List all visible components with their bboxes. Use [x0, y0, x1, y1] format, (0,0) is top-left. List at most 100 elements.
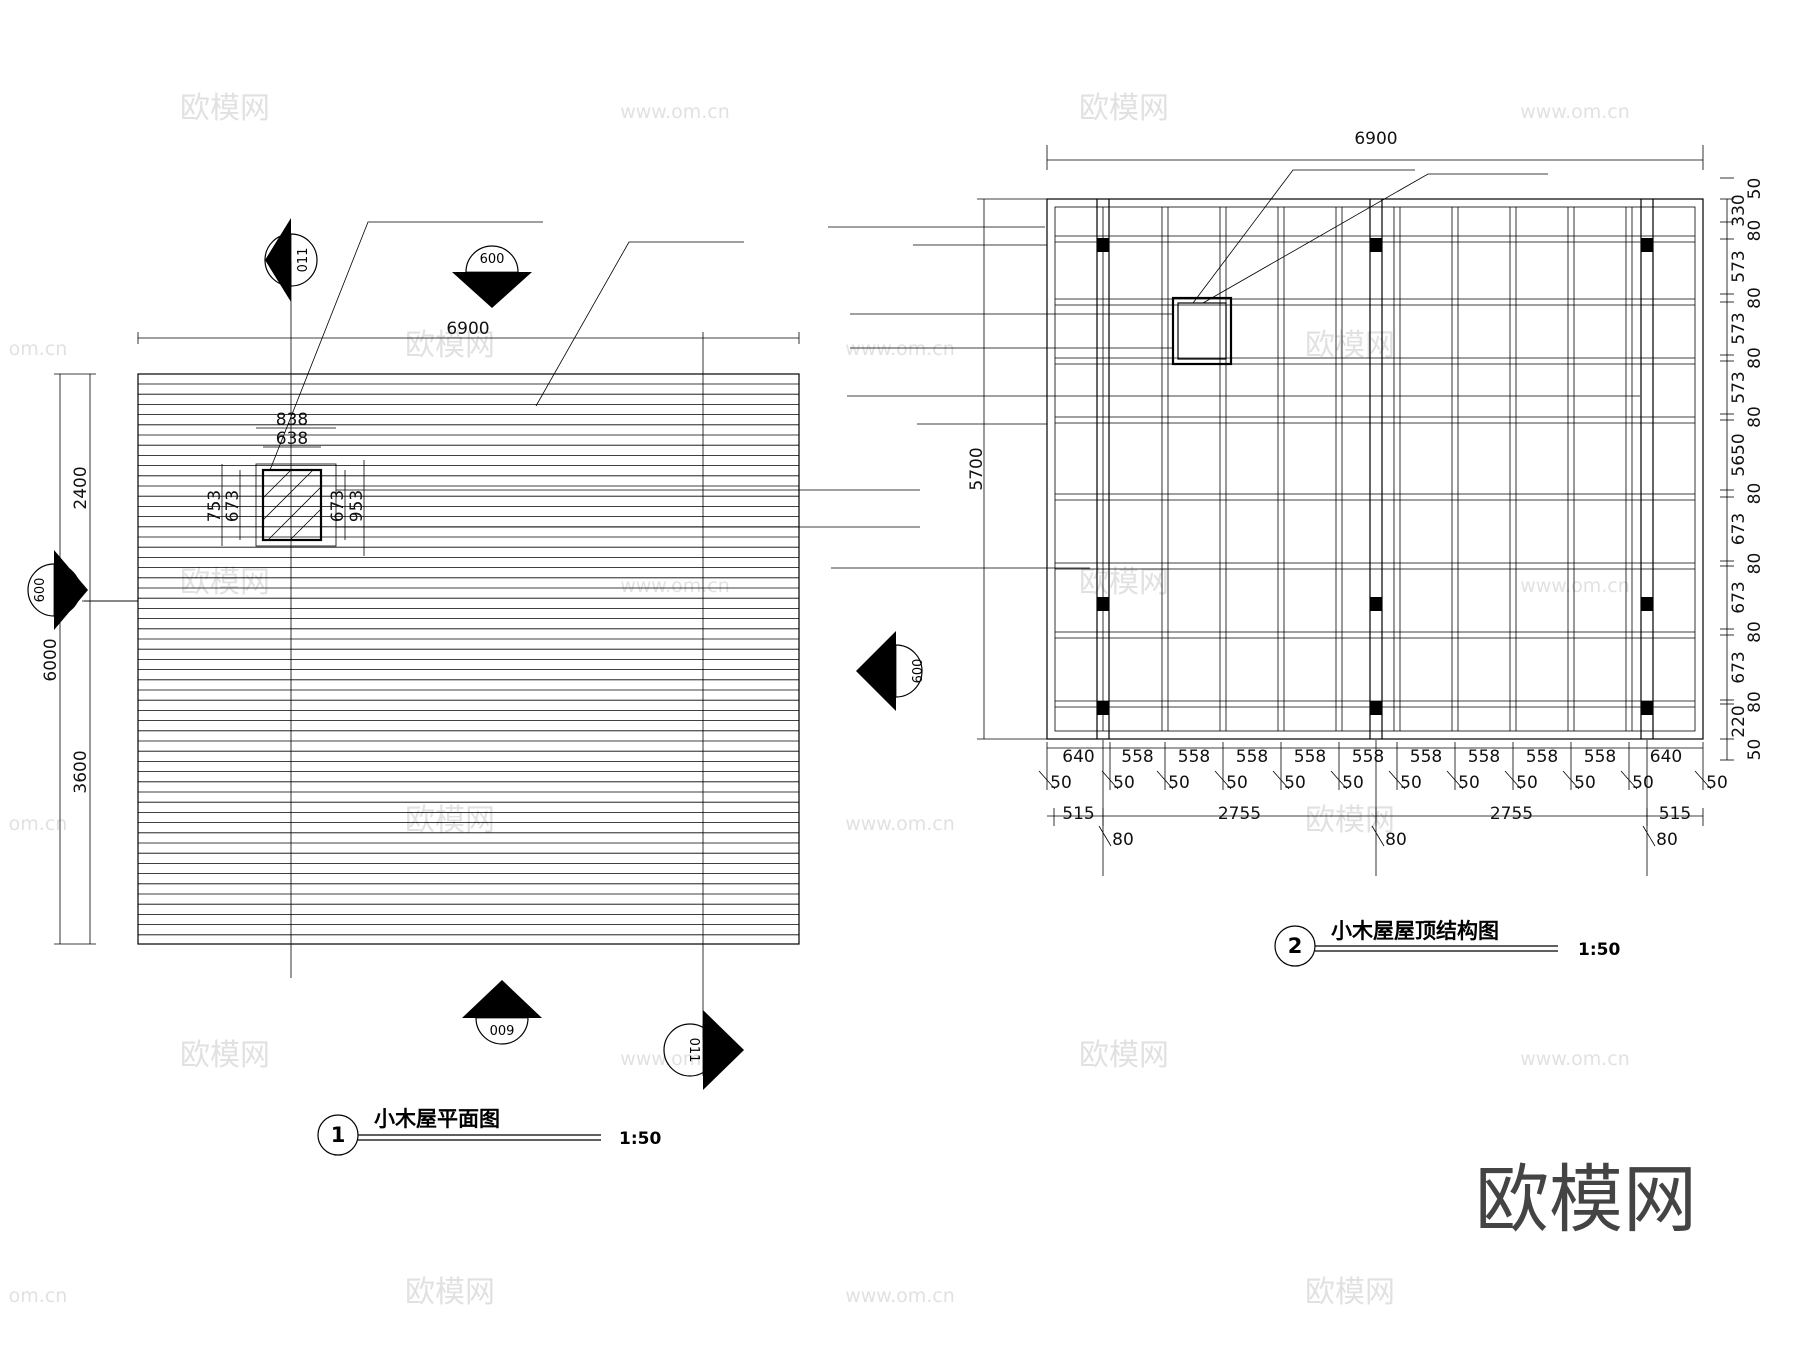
plan-height-dim: 6000 — [41, 638, 61, 681]
brand-watermark-small: 欧模网 — [1305, 1275, 1395, 1310]
bottom-small-dim-label: 50 — [1400, 773, 1422, 793]
bottom-dim-slash — [1562, 770, 1580, 790]
bottom-dim-slash — [1446, 770, 1464, 790]
opening-outer — [255, 463, 337, 547]
bottom-small-dim-label: 50 — [1050, 773, 1072, 793]
roof-opening — [1171, 296, 1233, 366]
bottom-dim2-label: 2755 — [1218, 804, 1261, 824]
bottom-small-dim2-label: 80 — [1112, 830, 1134, 850]
url-watermark: www.om.cn — [845, 813, 955, 835]
url-watermark: www.om.cn — [845, 1285, 955, 1307]
roof-outline — [1046, 198, 1704, 740]
post — [1370, 597, 1382, 611]
roof-height-dim: 5700 — [967, 447, 987, 490]
right-dim-label: 573 — [1729, 312, 1749, 344]
leader-line-c — [269, 221, 543, 471]
plan-scale: 1:50 — [619, 1129, 661, 1149]
section-marker-600-2: 600 2 — [452, 245, 532, 308]
plan-title-number: 1 — [331, 1123, 346, 1147]
bottom-dim-label: 640 — [1062, 747, 1094, 767]
url-watermark: www.om.cn — [1520, 1048, 1630, 1070]
opening-frame — [261, 468, 323, 542]
svg-text:2: 2 — [708, 1046, 723, 1054]
url-watermark: www.om.cn — [1520, 101, 1630, 123]
plan-dim-3600: 3600 — [71, 750, 91, 793]
right-dim-label: 80 — [1745, 621, 1765, 643]
bottom-dim-slash — [1388, 770, 1406, 790]
bottom-dim-slash — [1504, 770, 1522, 790]
post — [1641, 597, 1653, 611]
right-dim-label: 80 — [1745, 483, 1765, 505]
right-dim-label: 50 — [1745, 739, 1765, 761]
url-watermark: www.om.cn — [620, 575, 730, 597]
url-watermark: www.om.cn — [1520, 575, 1630, 597]
bottom-dim-label: 558 — [1294, 747, 1326, 767]
right-dim-label: 50 — [1745, 178, 1765, 200]
plan-title-block: 1 小木屋平面图 1:50 — [317, 1107, 661, 1156]
right-dim-label: 80 — [1745, 220, 1765, 242]
leader-line-d — [535, 241, 744, 407]
svg-text:2: 2 — [493, 275, 501, 290]
roof-leader-b — [1202, 173, 1548, 304]
bottom-small-dim-label: 50 — [1113, 773, 1135, 793]
bottom-small-dim2-label: 80 — [1656, 830, 1678, 850]
bottom-small-dim2-label: 80 — [1385, 830, 1407, 850]
bottom-dim2-label: 515 — [1062, 804, 1094, 824]
bottom-small-dim-label: 50 — [1284, 773, 1306, 793]
opening-dim-753: 753 — [205, 490, 225, 522]
post — [1641, 238, 1653, 252]
roof-title-block: 2 小木屋屋顶结构图 1:50 — [1274, 919, 1620, 967]
plan-title: 小木屋平面图 — [374, 1107, 500, 1131]
svg-text:4: 4 — [879, 667, 894, 675]
right-dim-label: 573 — [1729, 371, 1749, 403]
bottom-dim-label: 558 — [1410, 747, 1442, 767]
bottom-small-dim-label: 50 — [1574, 773, 1596, 793]
bottom-small-dim-label: 50 — [1458, 773, 1480, 793]
brand-watermark-small: 欧模网 — [1079, 565, 1169, 600]
right-dim-label: 80 — [1745, 347, 1765, 369]
right-dim-label: 80 — [1745, 287, 1765, 309]
opening-dim-953: 953 — [347, 490, 367, 522]
brand-watermark-small: 欧模网 — [405, 803, 495, 838]
right-dim-label: 80 — [1745, 691, 1765, 713]
right-dim-label: 80 — [1745, 553, 1765, 575]
right-dim-label: 80 — [1745, 406, 1765, 428]
bottom-small-dim-label: 50 — [1632, 773, 1654, 793]
roof-right-dims: 5033080573805738057380565080673806738067… — [1720, 177, 1765, 761]
post — [1097, 597, 1109, 611]
right-dim-label: 673 — [1729, 651, 1749, 683]
right-dim-label: 673 — [1729, 513, 1749, 545]
brand-watermark-small: 欧模网 — [1305, 328, 1395, 363]
bottom-small-dim-label: 50 — [1168, 773, 1190, 793]
watermark-layer: 欧模网欧模网欧模网欧模网欧模网欧模网欧模网欧模网欧模网欧模网欧模网欧模网www.… — [9, 91, 1630, 1310]
bottom-small-dim-label: 50 — [1226, 773, 1248, 793]
url-watermark: www.om.cn — [845, 338, 955, 360]
svg-text:011: 011 — [686, 1038, 701, 1063]
url-watermark: www.om.cn — [620, 1048, 730, 1070]
bottom-dim-slash — [1156, 770, 1174, 790]
bottom-dim2-label: 515 — [1659, 804, 1691, 824]
url-watermark: www.om.cn — [620, 101, 730, 123]
bottom-dim2-slash — [1642, 825, 1656, 847]
bottom-dim-label: 558 — [1121, 747, 1153, 767]
svg-text:1: 1 — [272, 256, 287, 264]
bottom-small-dim-label: 50 — [1706, 773, 1728, 793]
svg-text:009: 009 — [908, 659, 923, 684]
brand-watermark: 欧模网 — [1475, 1157, 1697, 1243]
url-watermark-short: om.cn — [9, 1285, 68, 1307]
bottom-dim-label: 558 — [1526, 747, 1558, 767]
svg-text:600: 600 — [33, 578, 48, 603]
svg-text:1: 1 — [490, 1001, 498, 1016]
bottom-small-dim-label: 50 — [1516, 773, 1538, 793]
url-watermark-short: om.cn — [9, 338, 68, 360]
post — [1097, 238, 1109, 252]
opening-dim-673b: 673 — [328, 490, 348, 522]
right-dim-label: 5650 — [1729, 433, 1749, 476]
svg-text:3: 3 — [60, 586, 75, 594]
opening-hatch — [262, 469, 322, 541]
bottom-dim-label: 558 — [1352, 747, 1384, 767]
bottom-dim-slash — [1272, 770, 1290, 790]
svg-text:600: 600 — [480, 252, 505, 267]
